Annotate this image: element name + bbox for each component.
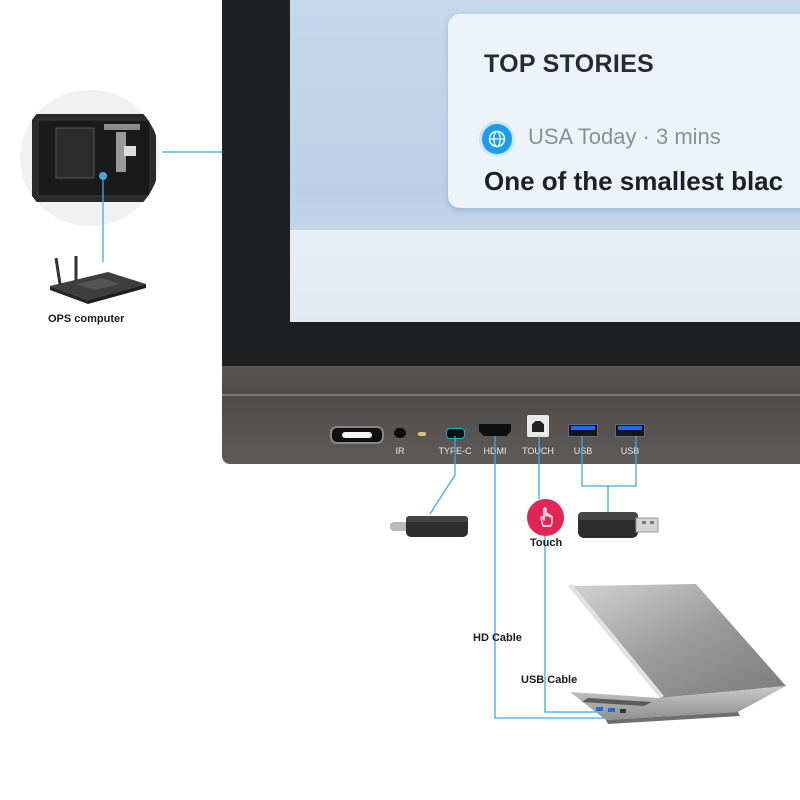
typec-connector-image bbox=[390, 516, 468, 537]
usb-stick-image bbox=[578, 512, 659, 538]
top-stories-card[interactable]: TOP STORIES USA Today · 3 mins One of th… bbox=[448, 14, 800, 208]
globe-icon bbox=[482, 124, 512, 154]
display-screen: TOP STORIES USA Today · 3 mins One of th… bbox=[290, 0, 800, 322]
light-sensor bbox=[418, 432, 426, 436]
ops-slot-closeup bbox=[20, 90, 160, 226]
hdmi-port[interactable] bbox=[479, 424, 511, 436]
screen-lower-panel bbox=[290, 230, 800, 322]
port-bar: IR TYPE-C HDMI TOUCH USB USB bbox=[222, 366, 800, 464]
hdmi-label: HDMI bbox=[483, 446, 507, 456]
touch-usb-b-port[interactable] bbox=[527, 415, 549, 437]
ops-computer-image bbox=[50, 256, 146, 304]
typec-label: TYPE-C bbox=[438, 446, 472, 456]
usb-port-1[interactable] bbox=[568, 424, 598, 437]
news-source: USA Today · 3 mins bbox=[528, 124, 721, 149]
usb-cable-label: USB Cable bbox=[521, 674, 578, 686]
card-heading: TOP STORIES bbox=[484, 50, 655, 78]
laptop-image bbox=[568, 584, 786, 724]
ir-label: IR bbox=[395, 446, 405, 456]
ops-callout-label: OPS computer bbox=[48, 313, 125, 325]
usb-port-2[interactable] bbox=[615, 424, 645, 437]
power-button[interactable] bbox=[330, 426, 384, 444]
hand-pointer-icon bbox=[527, 499, 564, 536]
news-headline[interactable]: One of the smallest blac bbox=[484, 166, 784, 196]
usb-label-1: USB bbox=[573, 446, 593, 456]
usb-label-2: USB bbox=[620, 446, 640, 456]
touch-callout-label: Touch bbox=[530, 537, 563, 549]
typec-port[interactable] bbox=[446, 428, 465, 439]
ir-sensor bbox=[394, 428, 406, 438]
port-bar-divider bbox=[222, 394, 800, 396]
hd-cable-label: HD Cable bbox=[473, 632, 522, 644]
touch-label: TOUCH bbox=[522, 446, 554, 456]
